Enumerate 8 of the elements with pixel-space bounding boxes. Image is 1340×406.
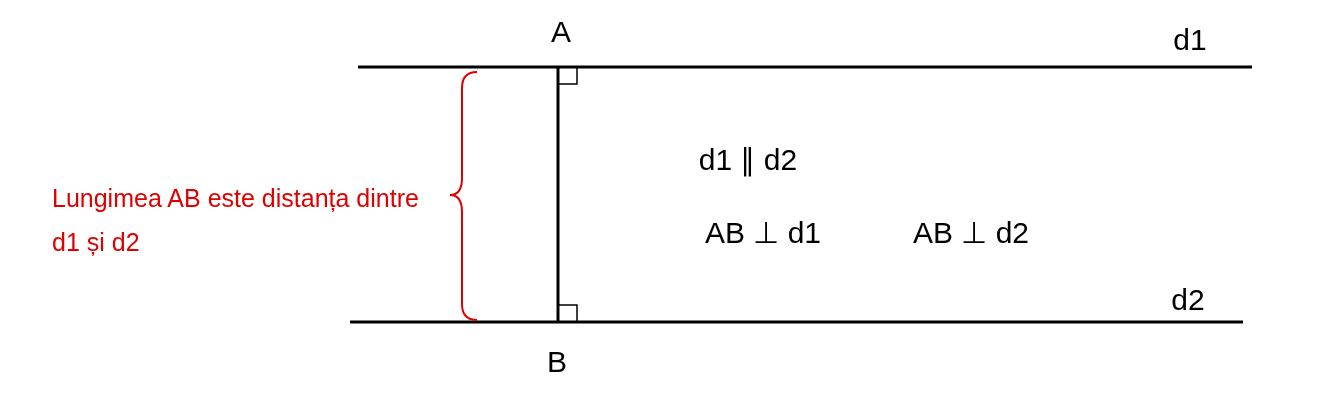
math-statement: AB ⊥ d1 [704,215,822,251]
point-label: B [547,344,567,380]
point-label: A [551,14,571,50]
note-text: Lungimea AB este distanța dintre d1 și d2 [52,183,420,258]
math-statement: d1 ∥ d2 [698,142,798,178]
line-label: d2 [1171,282,1205,318]
math-statement: AB ⊥ d2 [912,215,1030,251]
line-label: d1 [1173,22,1207,58]
